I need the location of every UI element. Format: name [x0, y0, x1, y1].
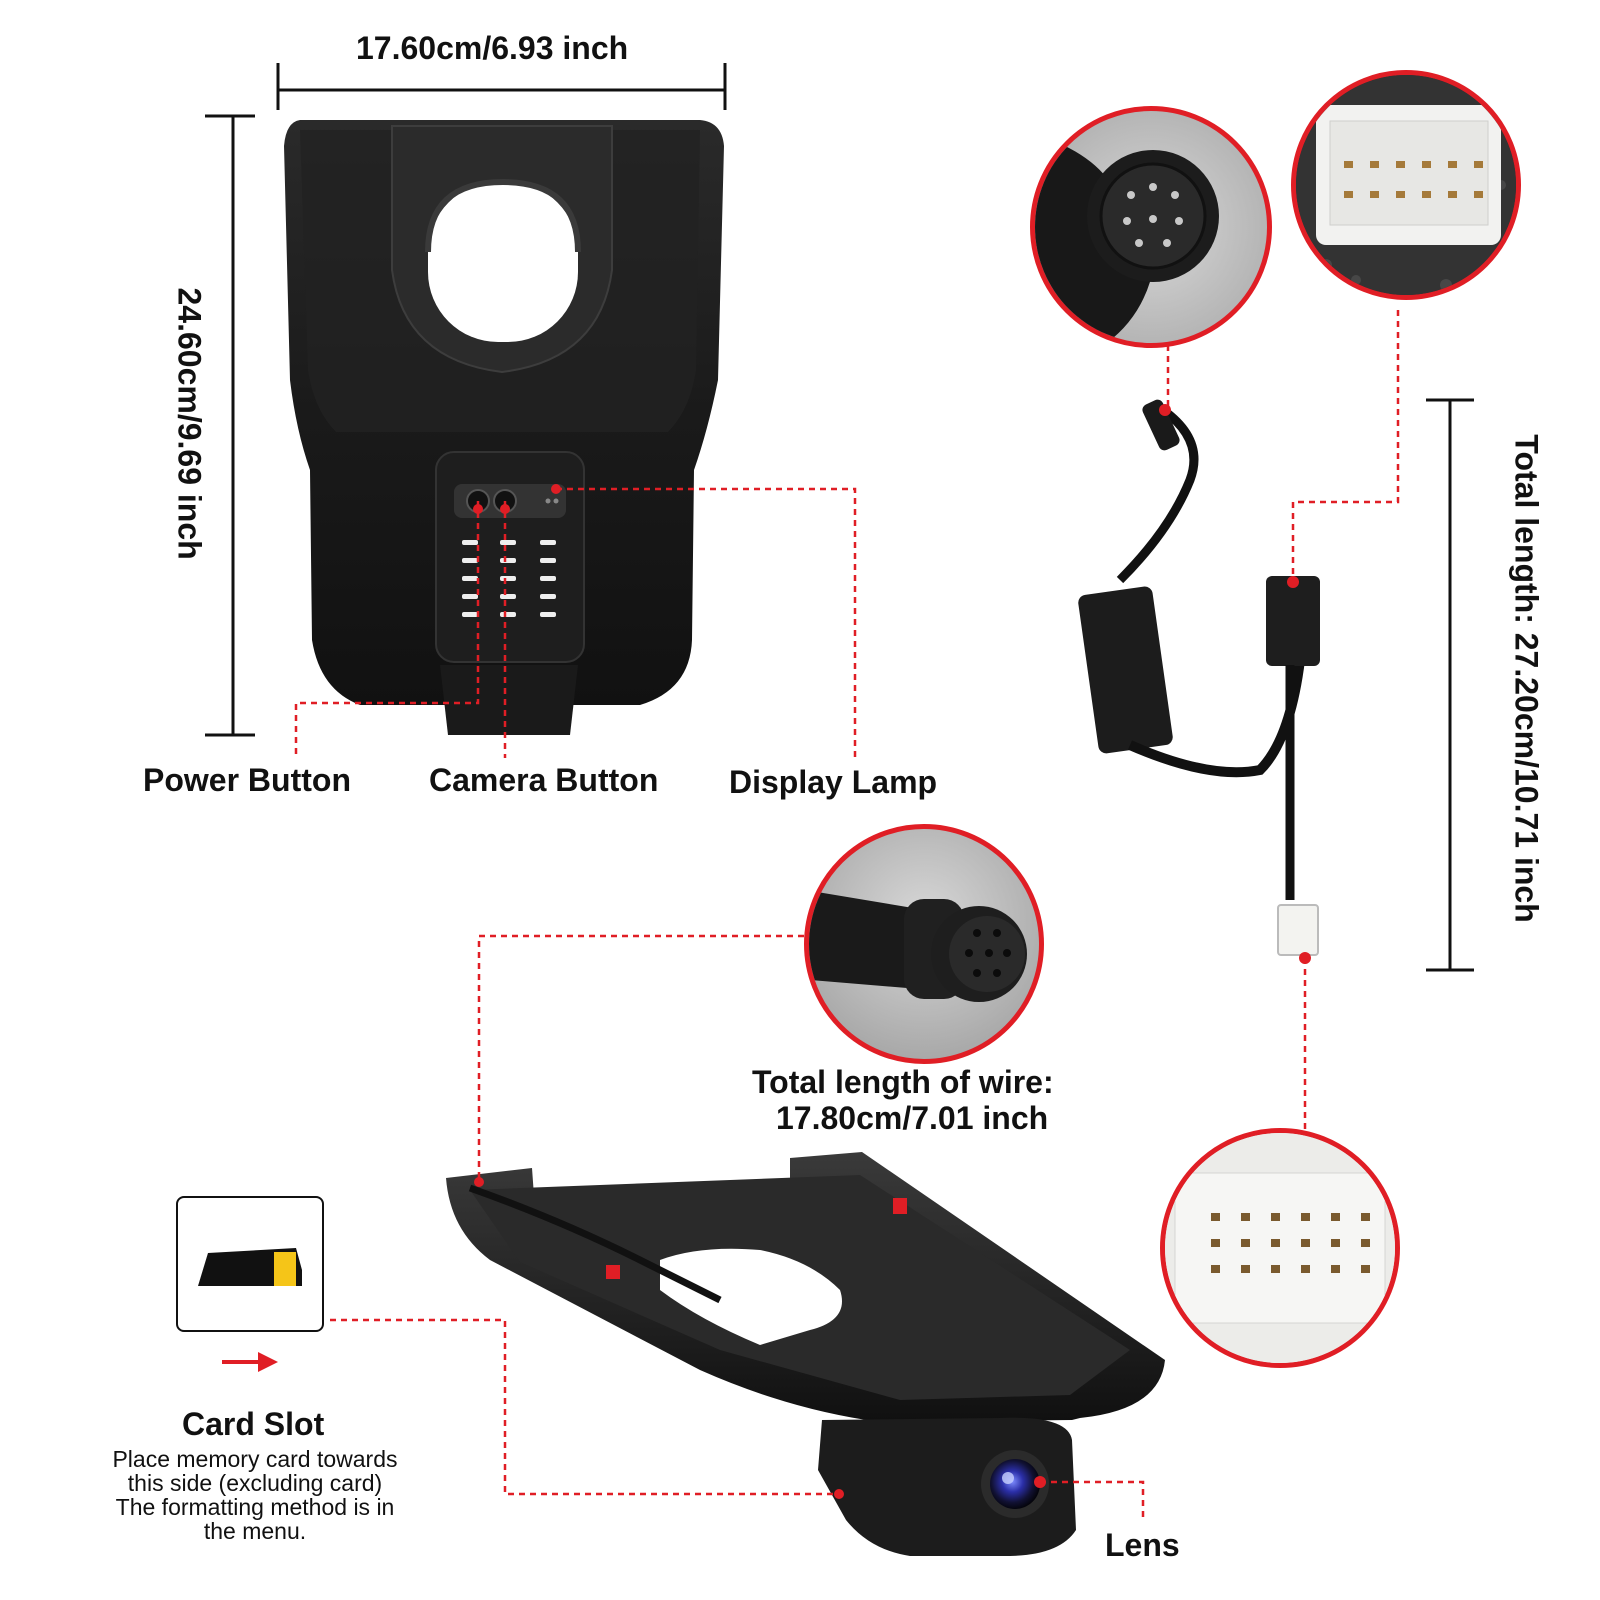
zoom-white-plug-circle-bottom	[1160, 1128, 1400, 1368]
dashcam-front-body	[284, 120, 724, 735]
wire-length-value: 17.80cm/7.01 inch	[776, 1100, 1049, 1136]
callout-leaders-top	[294, 487, 857, 758]
card-slot-title: Card Slot	[182, 1406, 325, 1442]
width-dimension-line	[276, 63, 727, 110]
lens-label: Lens	[1105, 1527, 1180, 1563]
memory-card-icon	[176, 1196, 324, 1332]
callout-dots-bottom	[474, 1177, 1046, 1499]
width-dimension-text: 17.60cm/6.93 inch	[356, 30, 629, 66]
cable-length-dimension-line	[1426, 398, 1474, 972]
camera-button-label: Camera Button	[429, 762, 659, 798]
height-dimension-text: 24.60cm/9.69 inch	[171, 287, 208, 560]
wire-length-title: Total length of wire:	[752, 1064, 1054, 1100]
zoom-round-connector-circle	[1030, 106, 1272, 348]
dashcam-mount-tray	[446, 1152, 1165, 1556]
cable-length-text: Total length: 27.20cm/10.71 inch	[1508, 434, 1545, 923]
power-button-label: Power Button	[143, 762, 351, 798]
callout-dots-top	[473, 484, 561, 514]
callout-leaders-bottom	[330, 934, 1145, 1520]
zoom-wire-end-circle	[804, 824, 1044, 1064]
callout-leaders-right	[1166, 310, 1400, 1130]
card-slot-desc-1: Place memory card towards	[112, 1446, 398, 1472]
height-dimension-line	[205, 114, 255, 737]
cable-harness	[1078, 399, 1320, 956]
display-lamp-label: Display Lamp	[729, 764, 938, 800]
zoom-white-plug-circle-top	[1291, 70, 1521, 300]
card-insert-arrow-icon	[222, 1352, 278, 1372]
callout-dots-right	[1159, 404, 1311, 964]
card-slot-desc-4: the menu.	[203, 1518, 307, 1544]
card-slot-desc-2: this side (excluding card)	[127, 1470, 383, 1496]
card-slot-desc-3: The formatting method is in	[115, 1494, 395, 1520]
